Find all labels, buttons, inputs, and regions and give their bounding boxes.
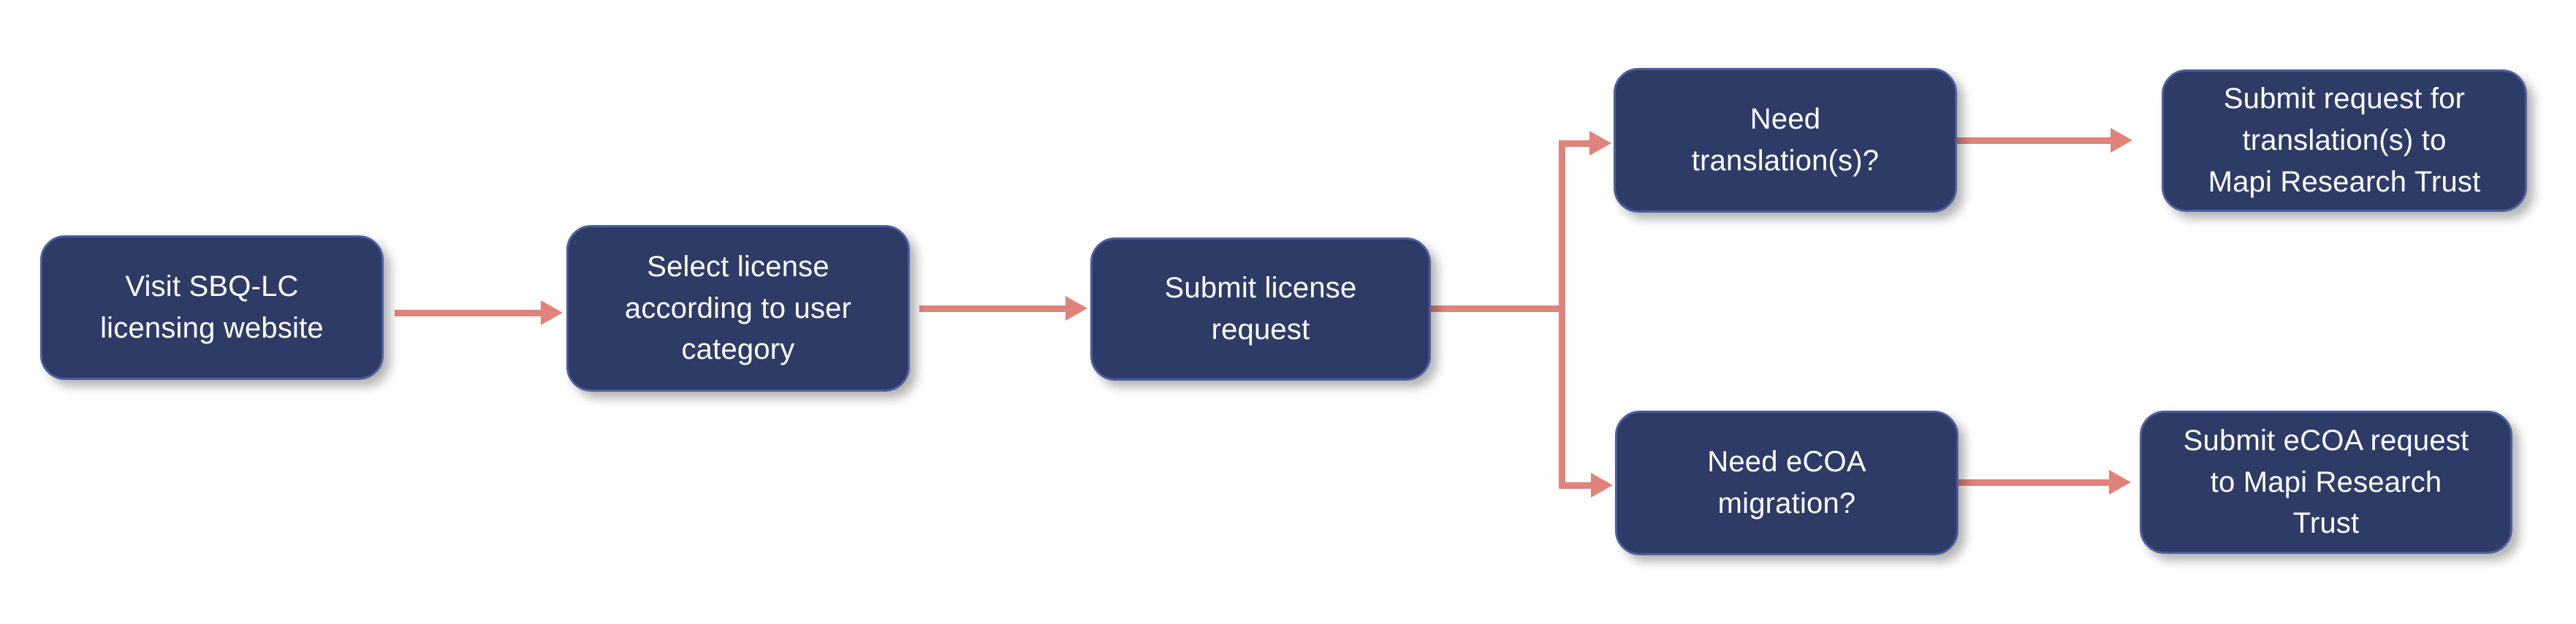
node-submit-license-request-label: Submit license request (1164, 272, 1357, 346)
node-visit-website[interactable]: Visit SBQ-LC licensing website (40, 235, 384, 380)
connector-ecoa-to-submit (1958, 479, 2109, 486)
node-need-translations[interactable]: Need translation(s)? (1614, 68, 1957, 213)
node-select-license[interactable]: Select license according to user categor… (566, 225, 910, 392)
arrowhead-ecoa-to-submit (2109, 470, 2131, 495)
connector-visit-to-select (395, 310, 541, 316)
node-select-license-label: Select license according to user categor… (624, 250, 852, 366)
arrowhead-branch-to-translations (1589, 131, 1611, 156)
node-need-translations-label: Need translation(s)? (1691, 103, 1880, 177)
node-visit-website-label: Visit SBQ-LC licensing website (100, 270, 324, 344)
node-submit-translation-request-label: Submit request for translation(s) to Map… (2208, 83, 2481, 198)
node-submit-ecoa-request[interactable]: Submit eCOA request to Mapi Research Tru… (2140, 411, 2512, 554)
arrowhead-translations-to-submit (2110, 128, 2132, 153)
arrowhead-branch-to-ecoa (1591, 473, 1613, 498)
node-need-ecoa-migration[interactable]: Need eCOA migration? (1615, 411, 1958, 555)
connector-branch-to-translations (1559, 140, 1589, 147)
connector-branch-to-ecoa (1559, 482, 1591, 489)
connector-submit-to-branch (1431, 305, 1565, 312)
arrowhead-select-to-submit (1065, 296, 1087, 321)
connector-translations-to-submit (1957, 137, 2110, 144)
connector-branch-vertical (1559, 140, 1565, 489)
node-submit-translation-request[interactable]: Submit request for translation(s) to Map… (2162, 69, 2527, 212)
arrowhead-visit-to-select (541, 300, 563, 325)
node-submit-license-request[interactable]: Submit license request (1090, 237, 1431, 381)
node-submit-ecoa-request-label: Submit eCOA request to Mapi Research Tru… (2183, 424, 2469, 540)
node-need-ecoa-migration-label: Need eCOA migration? (1707, 446, 1866, 520)
connector-select-to-submit (919, 305, 1065, 312)
